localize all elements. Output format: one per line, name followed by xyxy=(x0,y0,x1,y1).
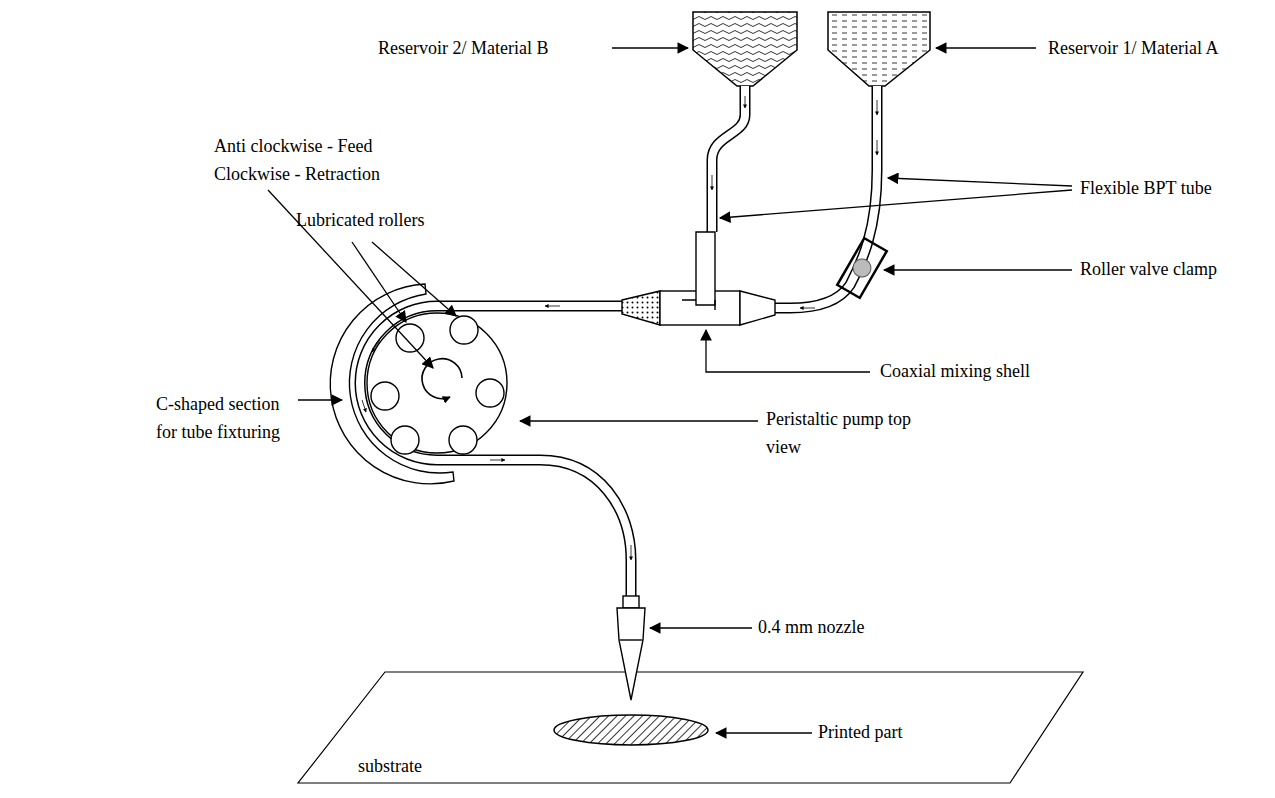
part-label: Clockwise - Retraction xyxy=(214,160,380,188)
part-label: substrate xyxy=(358,752,422,780)
printed-part xyxy=(554,715,708,745)
roller-valve-clamp xyxy=(837,238,887,298)
flow-arrows xyxy=(362,96,877,560)
part-label: Peristaltic pump top view xyxy=(766,405,916,461)
part-label: Reservoir 2/ Material B xyxy=(378,34,548,62)
part-label: Printed part xyxy=(818,718,902,746)
part-label: C-shaped section for tube fixturing xyxy=(156,390,296,446)
part-label: 0.4 mm nozzle xyxy=(758,613,864,641)
part-label: Coaxial mixing shell xyxy=(880,357,1030,385)
part-label: Roller valve clamp xyxy=(1080,255,1217,283)
leader-arrows xyxy=(268,48,1072,733)
reservoir-b xyxy=(693,12,797,86)
part-label: Flexible BPT tube xyxy=(1080,174,1212,202)
part-label: Lubricated rollers xyxy=(296,206,424,234)
substrate-plane xyxy=(298,672,1083,783)
reservoir-a xyxy=(828,12,930,86)
coaxial-mixing-shell xyxy=(622,232,775,325)
part-label: Anti clockwise - Feed xyxy=(214,132,372,160)
peristaltic-pump xyxy=(367,313,507,454)
part-label: Reservoir 1/ Material A xyxy=(1048,34,1218,62)
nozzle xyxy=(617,596,645,700)
tubes xyxy=(360,86,877,597)
